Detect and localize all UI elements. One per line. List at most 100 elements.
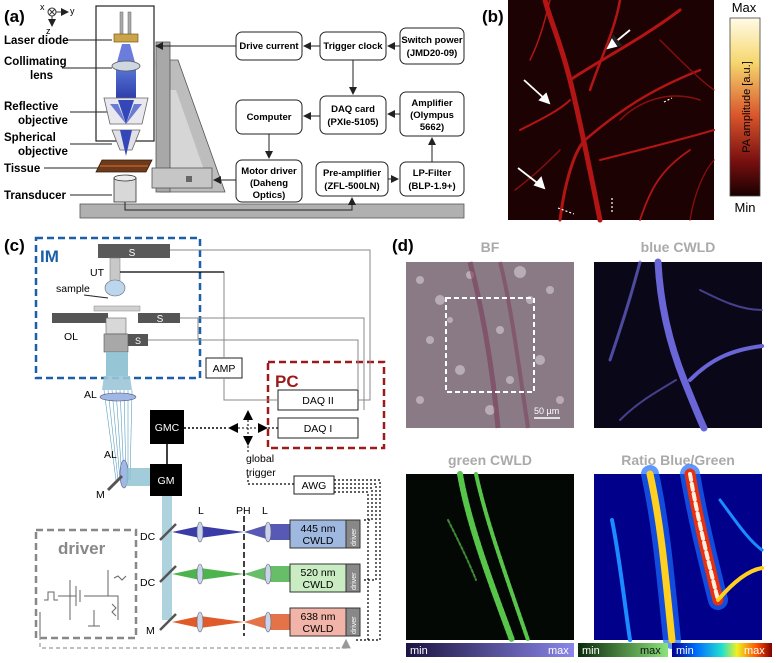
svg-text:driver: driver <box>351 572 358 590</box>
drive-current-box: Drive current <box>235 31 303 61</box>
svg-text:UT: UT <box>90 267 105 279</box>
svg-text:(BLP-1.9+): (BLP-1.9+) <box>408 181 455 192</box>
driver-schematic <box>39 570 127 636</box>
svg-text:GMC: GMC <box>155 422 180 434</box>
driver-label: driver <box>58 539 106 558</box>
scale-bar-label: 50 µm <box>534 406 559 416</box>
achromatic-lens-1 <box>99 392 137 402</box>
svg-text:Amplifier: Amplifier <box>411 98 452 109</box>
svg-text:(Daheng: (Daheng <box>250 178 288 189</box>
blue-cwld-title: blue CWLD <box>641 239 716 255</box>
panel-a: (a) x y z Laser diode Collimating lens R… <box>4 2 465 219</box>
laser-diode <box>113 11 139 43</box>
cwld-520-box: 520 nm CWLD <box>289 563 361 593</box>
optical-table-base <box>79 203 465 219</box>
svg-text:DC: DC <box>140 531 156 543</box>
panel-c-label: (c) <box>4 236 25 255</box>
transducer <box>113 177 137 203</box>
ratio-title: Ratio Blue/Green <box>621 452 735 468</box>
svg-text:min: min <box>676 645 694 657</box>
svg-text:M: M <box>146 625 155 637</box>
panel-d: (d) BF 50 µm blue CWLD green CWLD <box>392 236 772 657</box>
svg-text:AMP: AMP <box>213 363 236 375</box>
svg-text:max: max <box>640 645 661 657</box>
motor-driver-box: Motor driver (Daheng Optics) <box>235 159 303 203</box>
signal-arrows <box>124 42 436 211</box>
svg-text:DAQ I: DAQ I <box>304 423 333 435</box>
panel-d-label: (d) <box>392 236 414 255</box>
tissue-sample <box>95 159 153 173</box>
svg-text:(PXIe-5105): (PXIe-5105) <box>327 117 378 128</box>
panel-a-label: (a) <box>4 7 25 26</box>
svg-text:min: min <box>582 645 600 657</box>
svg-text:CWLD: CWLD <box>303 535 334 547</box>
cwld-445-box: 445 nm CWLD <box>289 519 361 549</box>
svg-text:445 nm: 445 nm <box>300 523 335 535</box>
blue-cwld-image <box>594 262 762 428</box>
svg-text:Reflective: Reflective <box>4 101 58 113</box>
green-beam <box>172 568 244 580</box>
svg-text:Optics): Optics) <box>253 190 286 201</box>
svg-text:Switch power: Switch power <box>401 35 463 46</box>
svg-text:DC: DC <box>140 577 156 589</box>
svg-text:M: M <box>96 489 105 501</box>
svg-text:S: S <box>157 314 164 325</box>
svg-text:driver: driver <box>351 528 358 546</box>
green-cwld-image <box>406 474 574 640</box>
computer-box: Computer <box>235 99 303 135</box>
svg-text:DAQ card: DAQ card <box>331 104 375 115</box>
svg-text:DAQ II: DAQ II <box>302 395 334 407</box>
svg-text:638 nm: 638 nm <box>300 611 335 623</box>
svg-text:max: max <box>744 645 765 657</box>
pre-amplifier-box: Pre-amplifier (ZFL-500LN) <box>315 161 389 197</box>
svg-text:S: S <box>129 248 136 259</box>
svg-text:min: min <box>410 645 428 657</box>
red-beam <box>172 616 244 628</box>
blue-scale-bar <box>406 643 574 657</box>
svg-text:Spherical: Spherical <box>4 132 56 144</box>
svg-text:L: L <box>262 505 268 517</box>
svg-text:Computer: Computer <box>247 112 292 123</box>
svg-text:x: x <box>40 2 45 12</box>
svg-text:(ZFL-500LN): (ZFL-500LN) <box>324 181 379 192</box>
motor-stage-stand <box>151 41 226 193</box>
svg-text:objective: objective <box>18 115 68 127</box>
svg-text:trigger: trigger <box>246 467 276 479</box>
svg-text:(Olympus: (Olympus <box>410 110 454 121</box>
driver-circuit-box <box>34 528 138 640</box>
svg-text:Transducer: Transducer <box>4 190 67 202</box>
bf-title: BF <box>481 239 500 255</box>
svg-text:objective: objective <box>18 146 68 158</box>
lp-filter-box: LP-Filter (BLP-1.9+) <box>399 161 465 197</box>
pc-box <box>266 360 386 450</box>
daq-card-box: DAQ card (PXIe-5105) <box>319 95 387 135</box>
svg-text:max: max <box>548 645 569 657</box>
svg-text:Tissue: Tissue <box>4 163 40 175</box>
blue-beam <box>172 526 244 538</box>
svg-text:Trigger clock: Trigger clock <box>323 41 383 52</box>
panel-a-component-labels: Laser diode Collimating lens Reflective … <box>4 35 69 202</box>
spherical-objective <box>111 129 141 156</box>
green-scale-bar <box>578 643 668 657</box>
gm-box <box>150 464 182 496</box>
switch-power-box: Switch power (JMD20-09) <box>399 27 465 65</box>
svg-text:y: y <box>70 6 75 16</box>
trigger-distribution <box>228 410 268 446</box>
cwld-638-box: 638 nm CWLD <box>289 607 361 637</box>
ratio-scale-bar <box>672 643 772 657</box>
svg-text:Drive current: Drive current <box>239 41 299 52</box>
amplifier-box: Amplifier (Olympus 5662) <box>399 91 465 137</box>
svg-text:z: z <box>46 26 51 36</box>
svg-text:S: S <box>135 336 141 346</box>
svg-text:(JMD20-09): (JMD20-09) <box>407 48 458 59</box>
svg-text:LP-Filter: LP-Filter <box>413 168 452 179</box>
svg-text:520 nm: 520 nm <box>300 567 335 579</box>
colorbar-max-label: Max <box>732 0 757 15</box>
svg-text:AL: AL <box>104 449 117 461</box>
collimating-lens <box>111 60 141 72</box>
im-label: IM <box>40 247 59 266</box>
gmc-box <box>150 410 184 444</box>
green-cwld-title: green CWLD <box>448 452 532 468</box>
control-wiring <box>120 249 371 410</box>
panel-c: (c) IM S UT sample S OL S <box>4 236 386 649</box>
